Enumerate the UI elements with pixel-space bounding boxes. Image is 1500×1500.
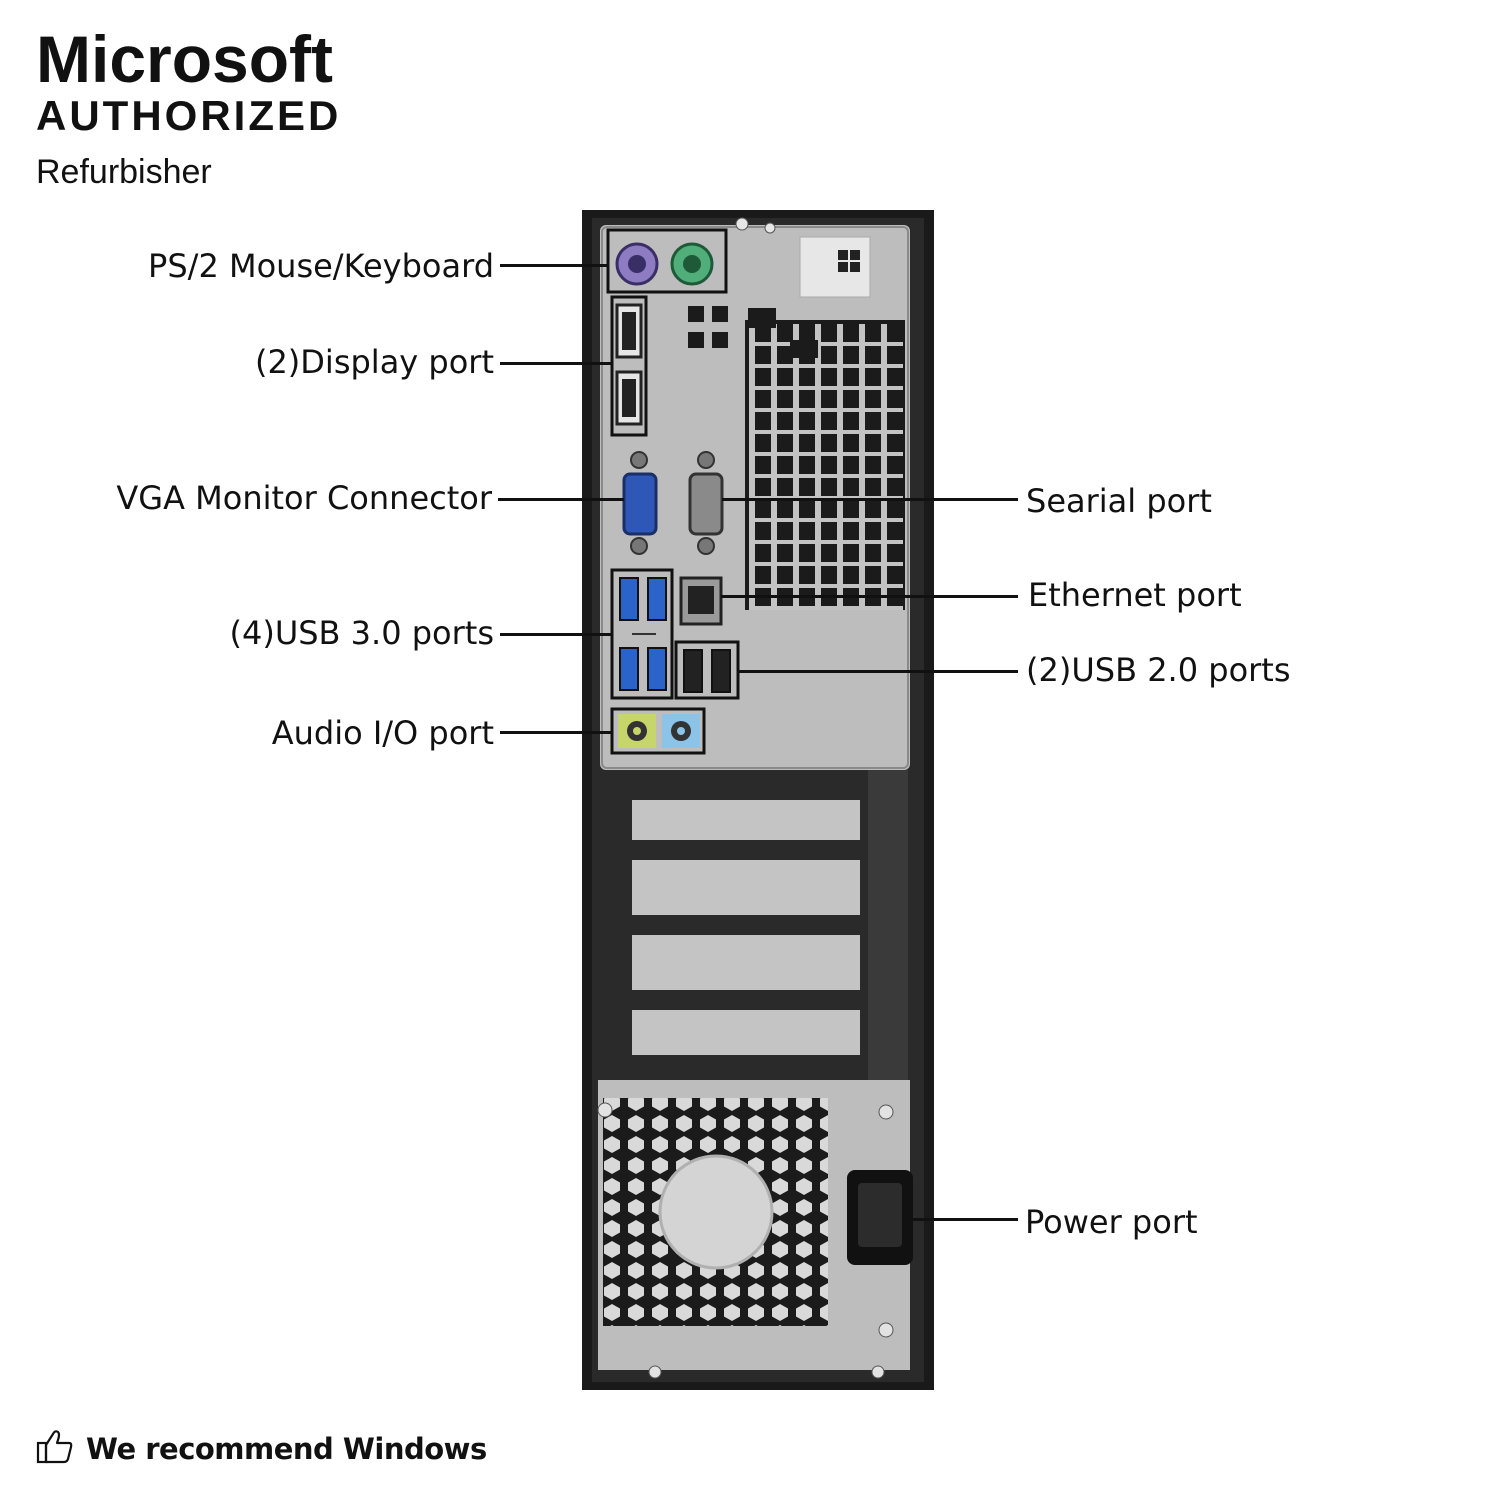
label-ethernet: Ethernet port — [1028, 576, 1242, 614]
label-power: Power port — [1025, 1203, 1198, 1241]
ethernet-leader-line — [721, 595, 1018, 598]
badge-brand: Microsoft — [36, 22, 333, 96]
badge-refurbisher: Refurbisher — [36, 153, 212, 191]
ethernet-port — [679, 576, 723, 626]
label-vga: VGA Monitor Connector — [116, 479, 492, 517]
label-ps2: PS/2 Mouse/Keyboard — [148, 247, 494, 285]
ps2-leader-line — [500, 264, 608, 267]
audio-leader-line — [500, 731, 612, 734]
audio-ports — [610, 707, 706, 755]
authorized-refurbisher-badge: Microsoft AUTHORIZED Refurbisher — [36, 26, 341, 190]
usb2-leader-line — [738, 670, 1018, 673]
usb3-leader-line — [500, 633, 612, 636]
expansion-slots — [610, 770, 910, 1090]
vent-grid — [745, 320, 905, 610]
serial-leader-line — [722, 498, 1018, 501]
footer-text: We recommend Windows — [86, 1431, 487, 1466]
serial-port — [688, 451, 724, 555]
label-display-port: (2)Display port — [254, 343, 494, 381]
display-port-leader-line — [500, 362, 612, 365]
label-serial: Searial port — [1026, 482, 1212, 520]
label-audio: Audio I/O port — [271, 714, 494, 752]
label-usb2: (2)USB 2.0 ports — [1026, 651, 1291, 689]
footer: We recommend Windows — [36, 1428, 487, 1469]
ps2-ports — [606, 228, 728, 294]
power-leader-line — [913, 1218, 1018, 1221]
power-supply — [597, 1080, 913, 1379]
vga-leader-line — [498, 498, 624, 501]
label-usb3: (4)USB 3.0 ports — [229, 614, 494, 652]
thumbs-up-icon — [36, 1428, 74, 1469]
badge-authorized: AUTHORIZED — [36, 92, 342, 139]
usb3-ports — [610, 568, 674, 700]
display-ports — [610, 295, 648, 437]
vga-port — [622, 451, 658, 555]
